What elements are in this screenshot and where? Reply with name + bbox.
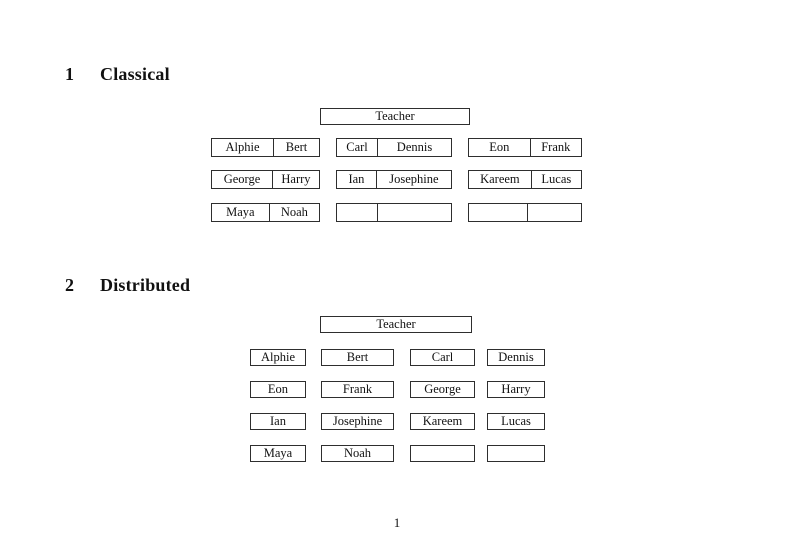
section-title: Classical <box>100 64 170 84</box>
desk: Eon <box>250 381 306 398</box>
desk: Noah <box>321 445 394 462</box>
page-number: 1 <box>393 515 401 530</box>
desk-pair: Eon Frank <box>468 138 582 157</box>
section-number: 1 <box>65 64 75 84</box>
desk: Josephine <box>321 413 394 430</box>
desk: Alphie <box>250 349 306 366</box>
section-number: 2 <box>65 275 75 295</box>
section-title: Distributed <box>100 275 191 295</box>
desk-seat-left: George <box>212 171 273 188</box>
desk-seat-right <box>528 204 581 221</box>
desk-seat-left <box>337 204 379 221</box>
desk-seat-right: Noah <box>280 205 308 220</box>
desk-seat-left: Alphie <box>212 139 275 156</box>
desk: Lucas <box>487 413 545 430</box>
desk-seat-right: Josephine <box>389 172 439 187</box>
desk-pair: Ian Josephine <box>336 170 452 189</box>
teacher-box: Teacher <box>320 108 470 125</box>
desk-seat-left: Maya <box>212 204 270 221</box>
desk-pair-empty <box>468 203 582 222</box>
desk: Bert <box>321 349 394 366</box>
section-heading-distributed: 2 Distributed <box>65 275 190 296</box>
section-heading-classical: 1 Classical <box>65 64 170 85</box>
desk-seat-right: Lucas <box>541 172 572 187</box>
desk-empty <box>487 445 545 462</box>
desk: Carl <box>410 349 475 366</box>
desk-pair: George Harry <box>211 170 320 189</box>
desk: Frank <box>321 381 394 398</box>
desk-seat-left <box>469 204 529 221</box>
desk-seat-left: Kareem <box>469 171 532 188</box>
desk-pair-empty <box>336 203 452 222</box>
desk: George <box>410 381 475 398</box>
desk-pair: Maya Noah <box>211 203 320 222</box>
desk: Dennis <box>487 349 545 366</box>
desk: Ian <box>250 413 306 430</box>
teacher-box: Teacher <box>320 316 472 333</box>
desk-seat-left: Ian <box>337 171 377 188</box>
desk-seat-right: Frank <box>541 140 571 155</box>
desk-seat-left: Eon <box>469 139 531 156</box>
desk-seat-right: Bert <box>285 140 308 155</box>
desk-empty <box>410 445 475 462</box>
desk: Kareem <box>410 413 475 430</box>
desk-seat-right: Dennis <box>396 140 433 155</box>
desk-pair: Carl Dennis <box>336 138 452 157</box>
desk-pair: Kareem Lucas <box>468 170 582 189</box>
desk-seat-right: Harry <box>281 172 311 187</box>
desk: Maya <box>250 445 306 462</box>
desk-seat-right <box>378 204 451 221</box>
desk: Harry <box>487 381 545 398</box>
desk-seat-left: Carl <box>337 139 379 156</box>
desk-pair: Alphie Bert <box>211 138 320 157</box>
